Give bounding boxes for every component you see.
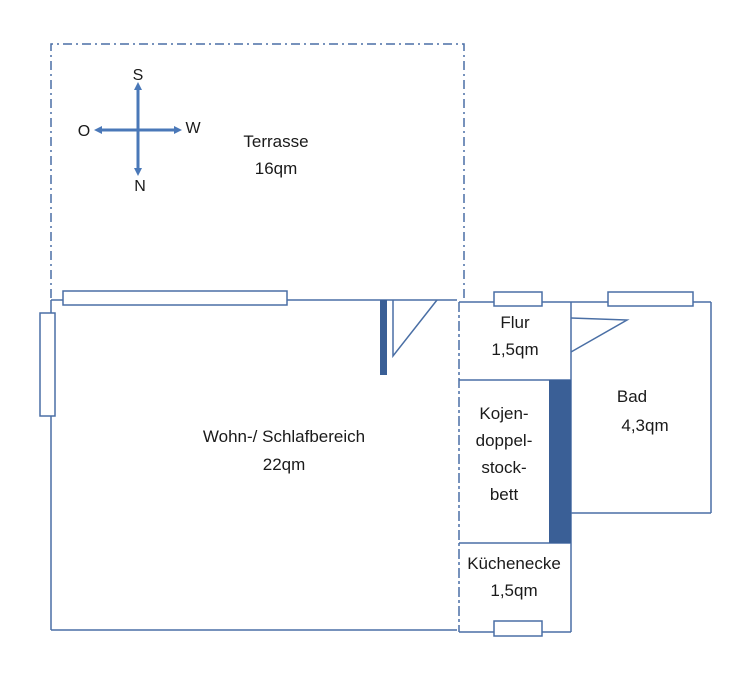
bath-area: 4,3qm — [621, 416, 668, 435]
window-hall — [493, 291, 543, 307]
bunk-line-1: Kojen- — [479, 404, 528, 423]
terrace-outline — [50, 43, 465, 300]
window-bath — [607, 291, 694, 307]
terrace-area: 16qm — [255, 159, 298, 178]
bunk-bed-wall — [549, 380, 571, 543]
hall-area: 1,5qm — [491, 340, 538, 359]
window-living-top — [62, 290, 288, 306]
kitchen-name: Küchenecke — [467, 554, 561, 573]
compass-label-south: S — [133, 67, 144, 84]
living-area: 22qm — [263, 455, 306, 474]
terrace-door-leaf — [380, 300, 387, 375]
window-living-left — [39, 312, 56, 417]
kitchen-area: 1,5qm — [490, 581, 537, 600]
hall-name: Flur — [500, 313, 530, 332]
compass — [94, 82, 182, 176]
window-kitchen — [493, 620, 543, 637]
bunk-line-4: bett — [490, 485, 519, 504]
bath-door-swing — [570, 317, 630, 353]
living-name: Wohn-/ Schlafbereich — [203, 427, 365, 446]
outer-walls — [50, 299, 712, 633]
terrace-door-swing — [392, 299, 438, 359]
terrace-name: Terrasse — [243, 132, 308, 151]
compass-label-north: N — [134, 178, 146, 195]
compass-label-east: O — [78, 123, 90, 140]
bath-name: Bad — [617, 387, 647, 406]
compass-label-west: W — [185, 120, 201, 137]
bunk-line-2: doppel- — [476, 431, 533, 450]
bunk-line-3: stock- — [481, 458, 526, 477]
